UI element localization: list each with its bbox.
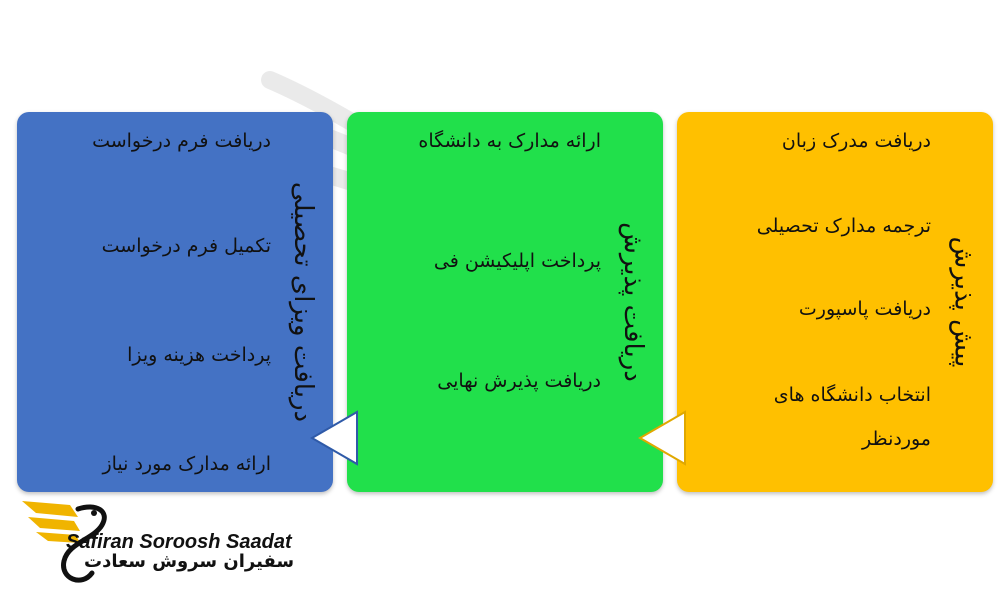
eagle-wing-logo-icon <box>22 501 107 583</box>
panel-title: پیش پذیرش <box>947 236 978 368</box>
step-item: دریافت پذیرش نهایی <box>437 370 601 392</box>
step-item: پرداخت هزینه ویزا <box>127 344 271 366</box>
logo-latin-text: Safiran Soroosh Saadat <box>66 531 292 553</box>
step-item: ارائه مدارک مورد نیاز <box>102 453 271 475</box>
step-item: تکمیل فرم درخواست <box>101 235 271 257</box>
step-item: دریافت فرم درخواست <box>92 130 271 152</box>
panel-admission: دریافت پذیرش ارائه مدارک به دانشگاه پردا… <box>347 112 663 492</box>
triangle-left-icon <box>638 410 686 466</box>
step-item: موردنظر <box>862 428 931 450</box>
panel-student-visa: دریافت ویزای تحصیلی دریافت فرم درخواست ت… <box>17 112 333 492</box>
step-item: انتخاب دانشگاه های <box>773 384 931 406</box>
triangle-left-icon <box>310 410 358 466</box>
step-item: دریافت پاسپورت <box>798 298 931 320</box>
step-item: پرداخت اپلیکیشن فی <box>433 250 601 272</box>
step-item: ترجمه مدارک تحصیلی <box>756 215 931 237</box>
panel-pre-admission: پیش پذیرش دریافت مدرک زبان ترجمه مدارک ت… <box>677 112 993 492</box>
step-item: دریافت مدرک زبان <box>781 130 931 152</box>
step-item: ارائه مدارک به دانشگاه <box>418 130 601 152</box>
logo-farsi-text: سفیران سروش سعادت <box>84 551 295 572</box>
